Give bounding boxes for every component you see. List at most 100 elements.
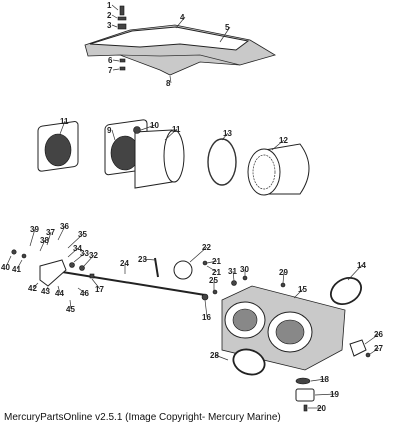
callout-8[interactable]: 8 (166, 79, 171, 88)
callout-20[interactable]: 20 (317, 404, 326, 413)
callout-25[interactable]: 25 (209, 276, 218, 285)
silencer-end (163, 129, 185, 183)
callout-26[interactable]: 26 (374, 330, 383, 339)
callout-35[interactable]: 35 (78, 230, 87, 239)
fastener-4[interactable] (119, 58, 126, 63)
clamp-ring[interactable] (207, 138, 237, 186)
callout-23[interactable]: 23 (138, 255, 147, 264)
screw-1[interactable] (119, 5, 125, 16)
clip-17[interactable] (89, 273, 95, 279)
throttle-body-group (221, 273, 371, 412)
throttle-plate-22[interactable] (173, 260, 193, 280)
callout-46[interactable]: 46 (80, 289, 89, 298)
connector-19[interactable] (295, 388, 315, 402)
callout-37[interactable]: 37 (46, 228, 55, 237)
callout-16[interactable]: 16 (202, 313, 211, 322)
callout-42[interactable]: 42 (28, 284, 37, 293)
callout-leader (142, 258, 156, 261)
bolt-41[interactable] (21, 253, 27, 259)
callout-19[interactable]: 19 (330, 390, 339, 399)
callout-32[interactable]: 32 (89, 251, 98, 260)
callout-9[interactable]: 9 (107, 126, 112, 135)
callout-27[interactable]: 27 (374, 344, 383, 353)
callout-2[interactable]: 2 (107, 11, 112, 20)
callout-11[interactable]: 11 (60, 117, 69, 126)
screw-30[interactable] (242, 275, 248, 281)
callout-40[interactable]: 40 (1, 263, 10, 272)
callout-18[interactable]: 18 (320, 375, 329, 384)
callout-38[interactable]: 38 (40, 236, 49, 245)
callout-leader (45, 286, 49, 292)
callout-13[interactable]: 13 (223, 129, 232, 138)
callout-leader (206, 265, 218, 273)
callout-33[interactable]: 33 (80, 249, 89, 258)
screw-25[interactable] (212, 289, 218, 295)
callout-21[interactable]: 21 (212, 268, 221, 277)
callout-leader (232, 270, 235, 282)
callout-leader (32, 282, 39, 289)
gasket-14[interactable] (326, 273, 366, 310)
callout-1[interactable]: 1 (107, 1, 112, 10)
callout-4[interactable]: 4 (180, 13, 185, 22)
callout-15[interactable]: 15 (298, 285, 307, 294)
nut-31[interactable] (231, 280, 237, 286)
callout-10[interactable]: 10 (150, 121, 159, 130)
callout-leader (175, 16, 186, 29)
gasket-28[interactable] (230, 345, 268, 378)
fastener-5[interactable] (119, 66, 126, 71)
callout-leader (310, 378, 326, 382)
callout-39[interactable]: 39 (30, 225, 39, 234)
callout-14[interactable]: 14 (357, 261, 366, 270)
seal-18[interactable] (295, 377, 311, 385)
callout-22[interactable]: 22 (202, 243, 211, 252)
callout-leader (364, 333, 380, 345)
callout-28[interactable]: 28 (210, 351, 219, 360)
callout-41[interactable]: 41 (12, 265, 21, 274)
callout-34[interactable]: 34 (73, 244, 82, 253)
callout-6[interactable]: 6 (108, 56, 113, 65)
callout-5[interactable]: 5 (225, 23, 230, 32)
throttle-lever[interactable] (39, 259, 67, 287)
callout-leader (39, 239, 46, 252)
callout-leader (282, 271, 285, 284)
bolt-40[interactable] (11, 249, 17, 255)
screw-29[interactable] (280, 282, 286, 288)
spring-33[interactable] (69, 262, 75, 268)
callout-leader (271, 139, 285, 151)
callout-11[interactable]: 11 (172, 125, 181, 134)
callout-17[interactable]: 17 (95, 285, 104, 294)
pivot-pin-23[interactable] (154, 257, 159, 278)
callout-leader (314, 393, 336, 396)
callout-12[interactable]: 12 (279, 136, 288, 145)
sensor-26[interactable] (349, 339, 367, 357)
callout-43[interactable]: 43 (41, 287, 50, 296)
callout-31[interactable]: 31 (228, 267, 237, 276)
callout-44[interactable]: 44 (55, 289, 64, 298)
callout-leader (111, 129, 116, 141)
callout-29[interactable]: 29 (279, 268, 288, 277)
screw-27[interactable] (365, 352, 371, 358)
callout-leader (189, 246, 208, 263)
callout-21[interactable]: 21 (212, 257, 221, 266)
callout-leader (112, 68, 120, 71)
washer-2[interactable] (117, 16, 127, 21)
callout-leader (67, 247, 79, 258)
callout-24[interactable]: 24 (120, 259, 129, 268)
callout-leader (112, 59, 120, 62)
callout-3[interactable]: 3 (107, 21, 112, 30)
throttle-shaft[interactable] (49, 269, 206, 296)
callout-36[interactable]: 36 (60, 222, 69, 231)
bushing-16[interactable] (201, 293, 209, 301)
screw-20[interactable] (303, 404, 308, 412)
grommet-3[interactable] (117, 23, 127, 30)
callout-30[interactable]: 30 (240, 265, 249, 274)
image-caption: MercuryPartsOnline v2.5.1 (Image Copyrig… (4, 412, 281, 423)
callout-leader (91, 278, 101, 290)
callout-leader (46, 231, 52, 246)
nut-10[interactable] (133, 126, 141, 134)
callout-7[interactable]: 7 (108, 66, 113, 75)
washer-32[interactable] (79, 265, 85, 271)
screw-21[interactable] (202, 260, 208, 266)
callout-45[interactable]: 45 (66, 305, 75, 314)
